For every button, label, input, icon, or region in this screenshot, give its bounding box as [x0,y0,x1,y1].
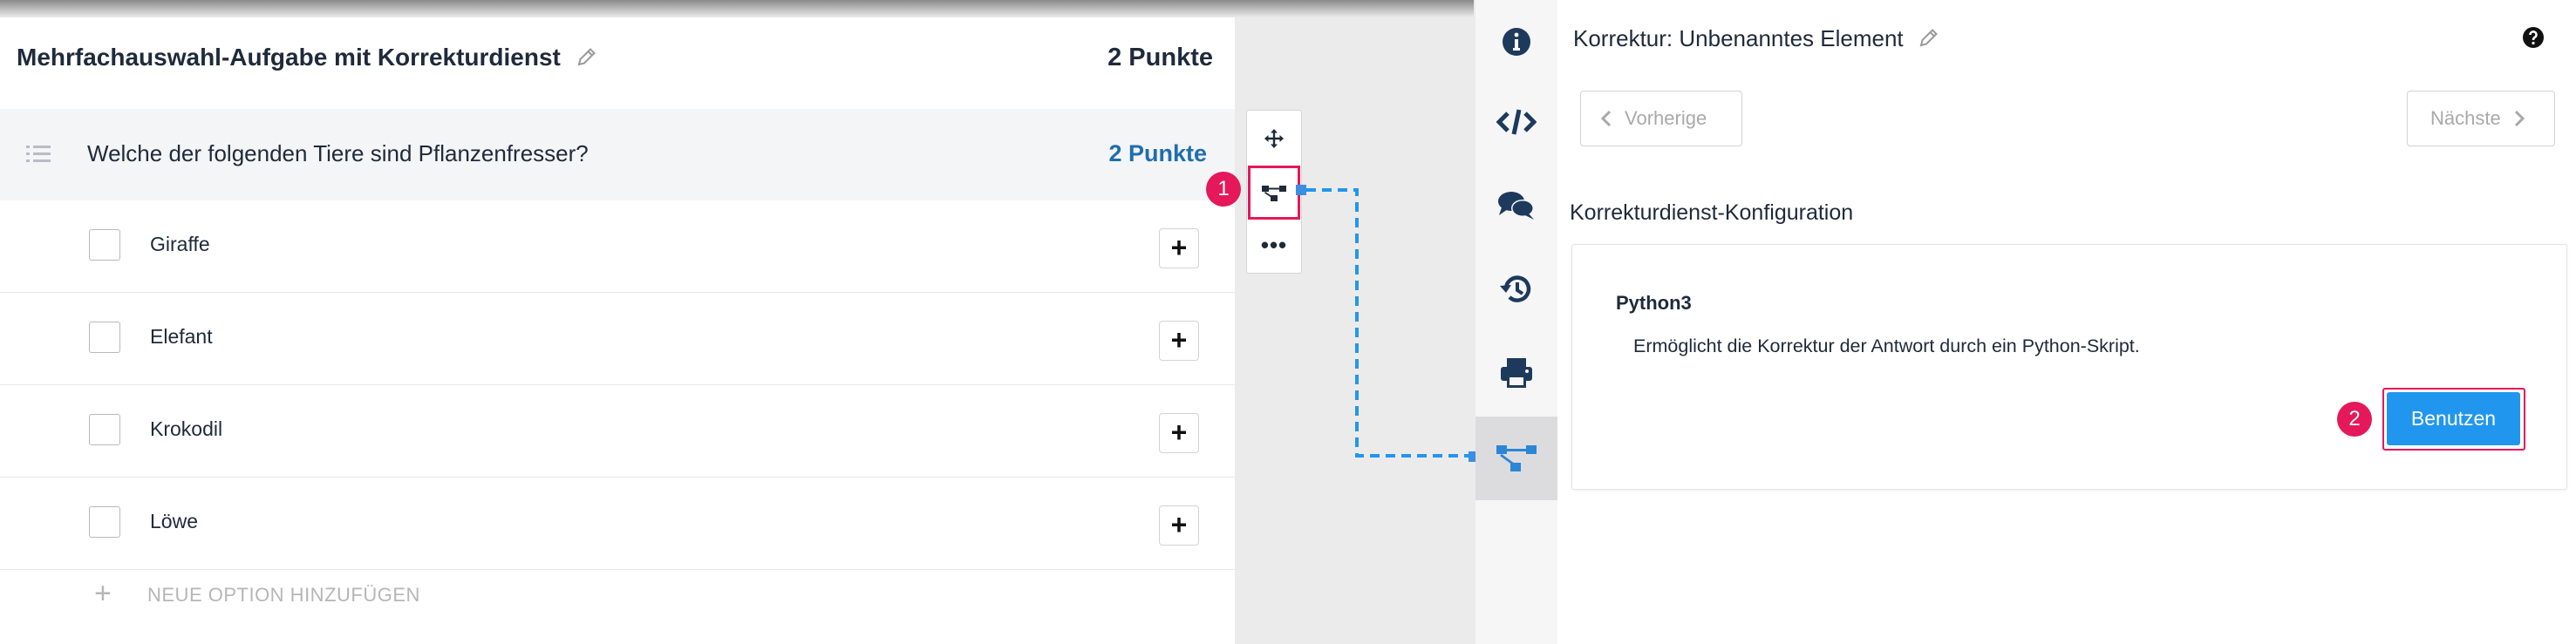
help-icon[interactable] [2522,26,2545,53]
panel-title: Korrektur: Unbenanntes Element [1573,25,1939,54]
rail-history[interactable] [1475,247,1557,331]
option-add-button[interactable]: + [1159,505,1199,546]
option-row: Giraffe + [0,200,1235,293]
previous-button-label: Vorherige [1625,107,1707,129]
grading-service-card: Python3 Ermöglicht die Korrektur der Ant… [1571,244,2567,490]
rail-comments[interactable] [1475,164,1557,247]
chevron-left-icon [1600,110,1612,127]
question-text[interactable]: Welche der folgenden Tiere sind Pflanzen… [87,140,589,166]
edit-pencil-icon[interactable] [576,45,597,73]
grading-panel: Korrektur: Unbenanntes Element Vorherige… [1557,0,2576,644]
option-checkbox[interactable] [89,414,120,445]
section-heading: Korrekturdienst-Konfiguration [1570,200,1854,225]
card-points: 2 Punkte [1107,44,1213,71]
option-row: Krokodil + [0,385,1235,478]
option-row: Elefant + [0,293,1235,385]
option-label[interactable]: Krokodil [150,417,223,440]
card-title-text: Mehrfachauswahl-Aufgabe mit Korrekturdie… [17,44,561,71]
option-add-button[interactable]: + [1159,321,1199,361]
grading-service-icon [1496,445,1537,471]
rail-print[interactable] [1475,331,1557,415]
option-label[interactable]: Elefant [150,325,213,348]
rail-code[interactable] [1475,80,1557,164]
card-header: Mehrfachauswahl-Aufgabe mit Korrekturdie… [0,17,1235,109]
element-toolbar: ••• [1246,110,1302,274]
option-checkbox[interactable] [89,322,120,353]
use-button-highlight: Benutzen [2382,388,2525,451]
add-option-plus-icon: + [94,577,112,610]
more-button[interactable]: ••• [1260,231,1288,258]
previous-button[interactable]: Vorherige [1580,91,1742,146]
step-badge-2: 2 [2337,402,2372,437]
chevron-right-icon [2514,110,2525,127]
code-icon [1496,109,1537,135]
move-icon [1264,129,1284,148]
next-button[interactable]: Nächste [2407,91,2555,146]
service-name: Python3 [1616,292,1692,314]
option-label[interactable]: Löwe [150,510,198,532]
options-list: Giraffe + Elefant + Krokodil + Löwe + [0,200,1235,570]
grading-service-button[interactable] [1248,166,1300,220]
move-button[interactable] [1247,112,1301,165]
print-icon [1501,358,1532,388]
use-button[interactable]: Benutzen [2387,392,2520,445]
next-button-label: Nächste [2430,107,2501,129]
option-row: Löwe + [0,478,1235,570]
card-title: Mehrfachauswahl-Aufgabe mit Korrekturdie… [17,44,597,73]
comments-icon [1498,192,1534,220]
option-label[interactable]: Giraffe [150,233,210,255]
panel-title-text: Korrektur: Unbenanntes Element [1573,25,1904,51]
info-icon [1503,28,1530,56]
option-add-button[interactable]: + [1159,228,1199,268]
rail-grading-service[interactable] [1475,417,1557,500]
step-badge-1: 1 [1206,172,1241,207]
question-points: 2 Punkte [1108,140,1207,166]
option-checkbox[interactable] [89,229,120,261]
grading-service-icon [1262,186,1286,201]
option-add-button[interactable]: + [1159,413,1199,453]
top-shadow [0,0,1474,17]
question-row[interactable]: Welche der folgenden Tiere sind Pflanzen… [0,109,1235,200]
add-option-label: NEUE OPTION HINZUFÜGEN [147,584,420,606]
history-icon [1500,275,1531,302]
service-description: Ermöglicht die Korrektur der Antwort dur… [1633,336,2140,356]
option-checkbox[interactable] [89,506,120,538]
side-rail [1475,0,1557,644]
add-option-button[interactable]: + NEUE OPTION HINZUFÜGEN [0,568,1235,629]
edit-pencil-icon[interactable] [1918,27,1939,54]
rail-info[interactable] [1475,0,1557,84]
editor-card: Mehrfachauswahl-Aufgabe mit Korrekturdie… [0,17,1235,644]
list-icon [26,144,51,169]
